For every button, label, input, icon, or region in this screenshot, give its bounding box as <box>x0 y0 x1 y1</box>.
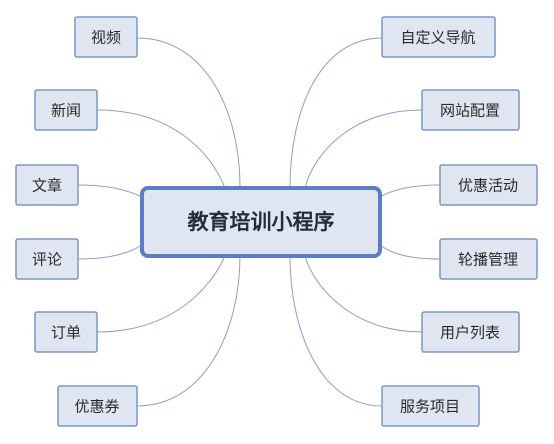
node-order-label: 订单 <box>51 324 81 342</box>
edge-custom-nav <box>289 37 383 189</box>
edge-comment <box>77 244 143 260</box>
edge-user-list <box>304 255 423 333</box>
edge-promotion <box>379 184 441 198</box>
center-node[interactable]: 教育培训小程序 <box>140 186 382 258</box>
edge-carousel <box>379 244 441 260</box>
node-site-config-label: 网站配置 <box>440 102 500 120</box>
node-promotion[interactable]: 优惠活动 <box>439 164 538 206</box>
node-comment-label: 评论 <box>32 251 62 269</box>
node-user-list-label: 用户列表 <box>440 324 500 342</box>
node-coupon-label: 优惠券 <box>74 398 119 416</box>
node-service-items[interactable]: 服务项目 <box>381 385 480 427</box>
center-node-label: 教育培训小程序 <box>188 210 335 234</box>
connectors <box>77 37 441 407</box>
node-service-items-label: 服务项目 <box>400 398 460 416</box>
node-user-list[interactable]: 用户列表 <box>421 311 520 353</box>
node-coupon[interactable]: 优惠券 <box>57 385 138 427</box>
node-order[interactable]: 订单 <box>34 311 98 353</box>
node-carousel-label: 轮播管理 <box>458 251 518 269</box>
edge-article <box>77 184 143 198</box>
edge-coupon <box>136 255 241 407</box>
node-comment[interactable]: 评论 <box>15 238 79 280</box>
node-news-label: 新闻 <box>51 102 81 120</box>
node-video[interactable]: 视频 <box>74 16 138 58</box>
edge-order <box>96 255 226 333</box>
edge-site-config <box>304 109 423 189</box>
node-custom-nav[interactable]: 自定义导航 <box>381 16 496 58</box>
node-article[interactable]: 文章 <box>15 164 79 206</box>
node-custom-nav-label: 自定义导航 <box>400 29 475 47</box>
edge-video <box>136 37 241 189</box>
node-video-label: 视频 <box>91 29 121 47</box>
node-promotion-label: 优惠活动 <box>458 177 518 195</box>
node-carousel[interactable]: 轮播管理 <box>439 238 538 280</box>
edge-service-items <box>289 255 383 407</box>
edge-news <box>96 109 226 189</box>
node-article-label: 文章 <box>32 177 62 195</box>
node-news[interactable]: 新闻 <box>34 89 98 131</box>
node-site-config[interactable]: 网站配置 <box>421 89 520 131</box>
